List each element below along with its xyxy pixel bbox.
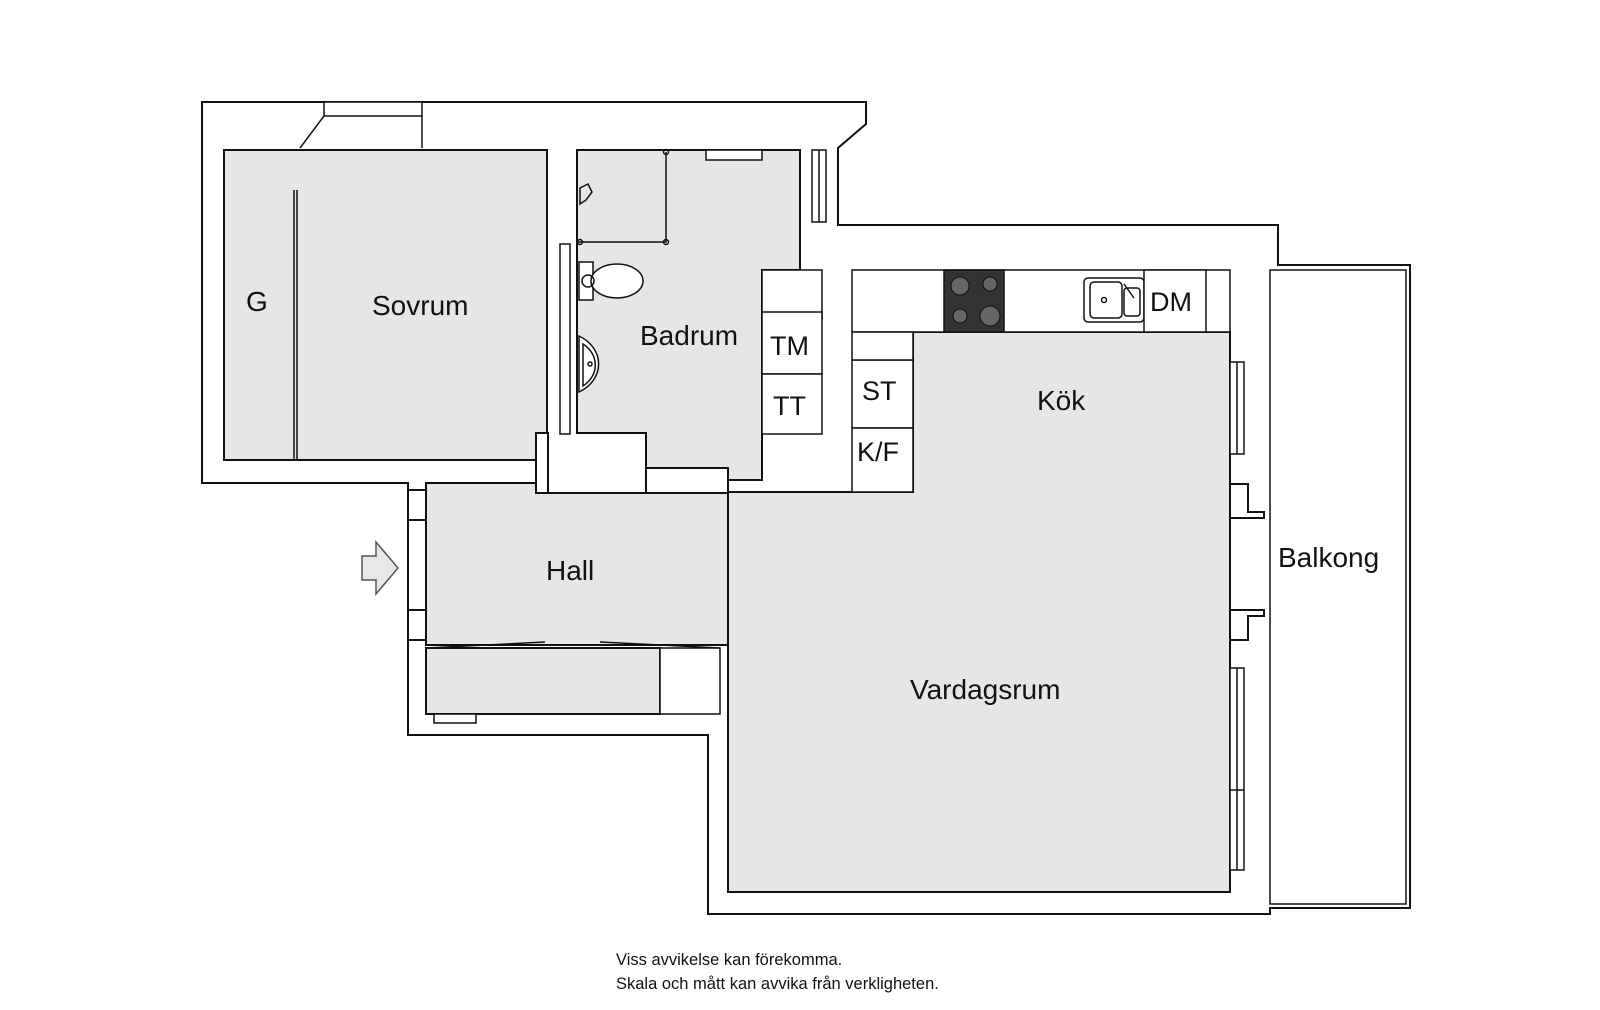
appliance-label-st: ST xyxy=(862,376,897,406)
sovrum-window xyxy=(323,101,423,117)
room-label-hall: Hall xyxy=(546,555,594,586)
room-label-sovrum: Sovrum xyxy=(372,290,468,321)
tt-cabinet xyxy=(761,373,823,435)
appliance-label-dm: DM xyxy=(1150,287,1192,317)
disclaimer-note: Viss avvikelse kan förekomma. Skala och … xyxy=(616,948,939,996)
room-label-vardagsrum: Vardagsrum xyxy=(910,674,1060,705)
washbasin-icon xyxy=(578,334,600,394)
appliance-label-tm: TM xyxy=(770,331,809,361)
disclaimer-line-1: Viss avvikelse kan förekomma. xyxy=(616,951,843,969)
hall-closet-cabinet xyxy=(659,647,721,715)
appliance-label-kf: K/F xyxy=(857,437,899,467)
toilet-icon xyxy=(578,261,644,301)
disclaimer-line-2: Skala och mått kan avvika från verklighe… xyxy=(616,975,939,993)
badrum-floor xyxy=(576,149,801,481)
room-label-balkong: Balkong xyxy=(1278,542,1379,573)
sink-icon xyxy=(1083,277,1145,323)
hall-closet xyxy=(425,647,661,715)
appliance-label-tt: TT xyxy=(773,391,806,421)
balkong-floor xyxy=(1269,269,1407,905)
sovrum-floor xyxy=(223,149,548,461)
room-label-kok: Kök xyxy=(1037,385,1086,416)
entrance-arrow-icon xyxy=(361,539,399,597)
kf-cabinet xyxy=(851,427,914,493)
tm-cabinet xyxy=(761,269,823,319)
shower-head-icon xyxy=(579,182,593,206)
dm-cabinet xyxy=(1143,269,1207,333)
shower-screen xyxy=(577,152,667,243)
room-label-g: G xyxy=(246,286,268,317)
room-label-badrum: Badrum xyxy=(640,320,738,351)
